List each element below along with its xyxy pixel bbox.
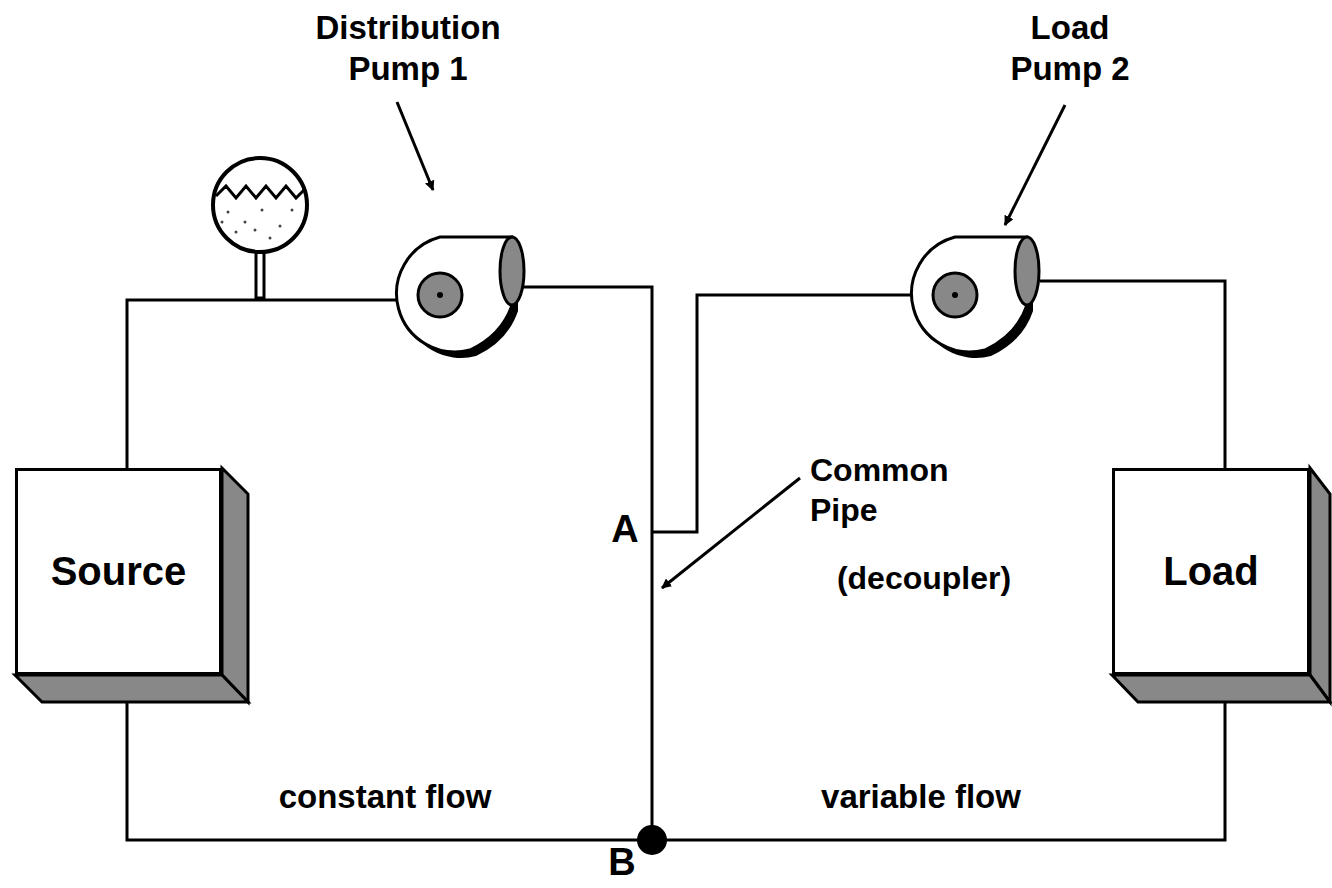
- pump-callout: Distribution Pump 1: [286, 7, 531, 90]
- pipe-callout: Common Pipe: [810, 450, 990, 530]
- junction-letter: A: [611, 506, 638, 554]
- equipment-box: Source: [15, 468, 222, 675]
- equipment-box: Load: [1112, 468, 1310, 675]
- pump-callout: Load Pump 2: [995, 7, 1145, 90]
- flow-note: constant flow: [279, 776, 492, 817]
- box-label: Load: [1163, 549, 1259, 594]
- return-pipe: [127, 675, 1225, 840]
- box-label: Source: [51, 549, 187, 594]
- flow-note: variable flow: [821, 776, 1021, 817]
- junction-letter: B: [608, 839, 635, 887]
- pipe-callout: (decoupler): [837, 558, 1011, 598]
